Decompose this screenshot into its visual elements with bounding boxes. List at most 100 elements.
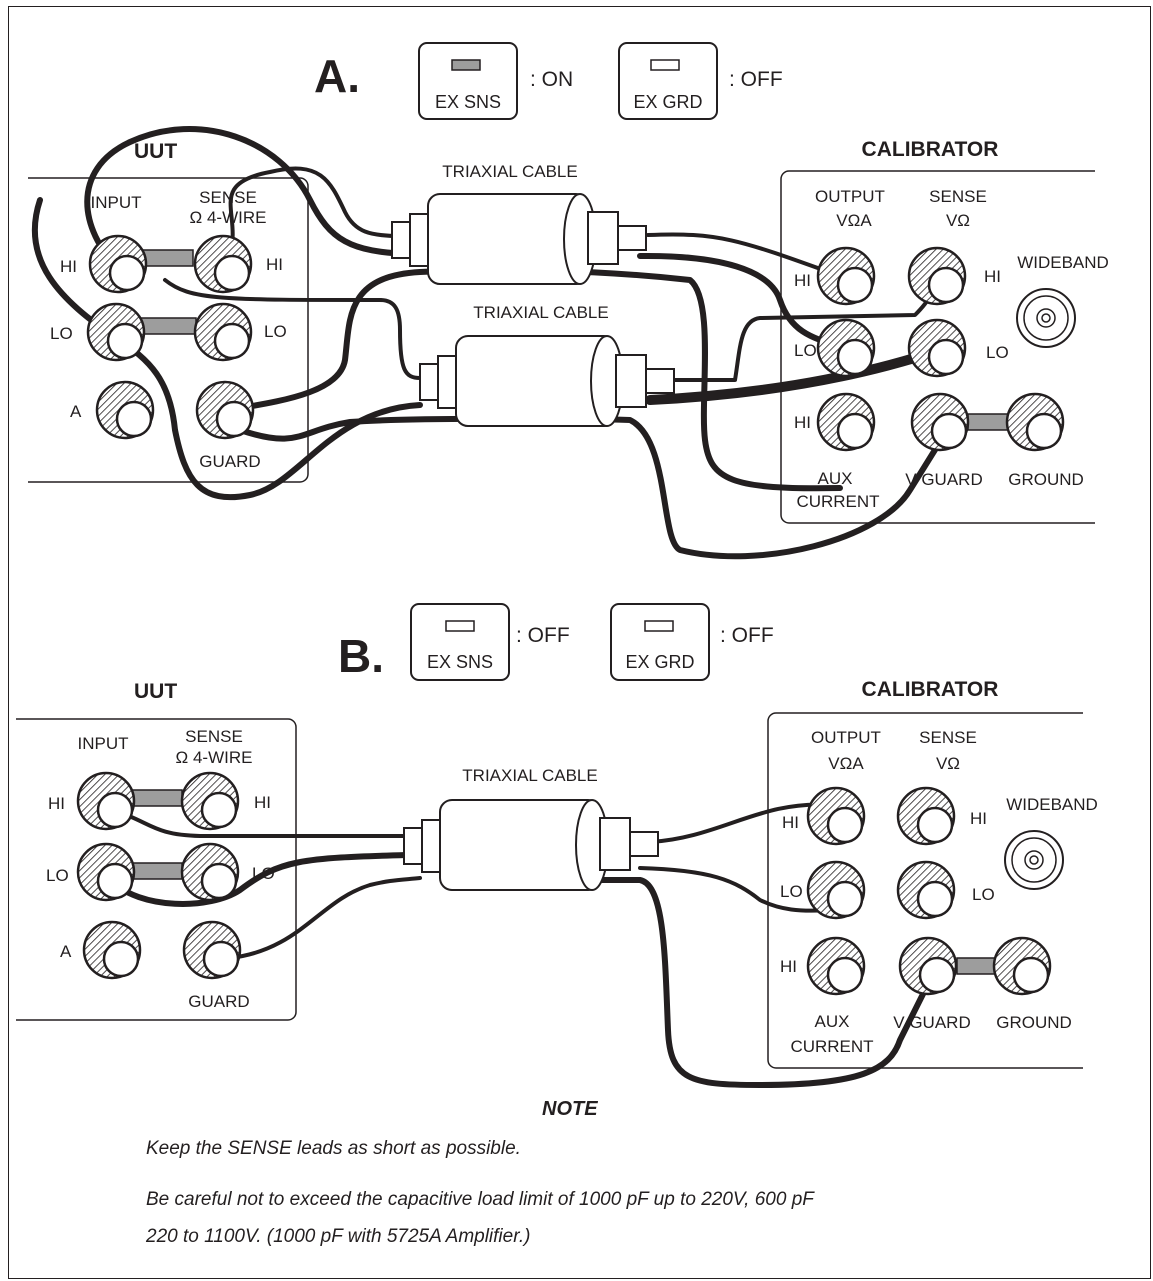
note-line-2: Be careful not to exceed the capacitive …: [146, 1189, 814, 1210]
cal-vguard-terminal-b: [898, 936, 958, 996]
cal-ground-terminal: [1005, 392, 1065, 452]
wideband-bnc-icon: [1016, 288, 1076, 348]
uut-a-terminal: [95, 380, 155, 440]
note-line-3: 220 to 1100V. (1000 pF with 5725A Amplif…: [146, 1226, 531, 1247]
ex-sns-switch-b: EX SNS: [410, 603, 510, 681]
uut-lo-label-b: LO: [46, 866, 69, 885]
wire-b-out-lo: [638, 866, 832, 913]
uut-guard-label: GUARD: [199, 452, 260, 471]
cal-sense-hi-terminal: [907, 246, 967, 306]
cal-sense-lo-terminal-b: [896, 860, 956, 920]
cal-aux-hi-label-b: HI: [780, 957, 797, 976]
cal-aux-hi-terminal-b: [806, 936, 866, 996]
diagram-a: A. EX SNS : ON EX GRD : OFF UUT INPUT SE…: [28, 42, 1109, 560]
uut-input-label: INPUT: [91, 193, 142, 212]
wires-b: [107, 802, 928, 1088]
wire-sense-lo-cal: [645, 345, 945, 405]
cal-vguard-terminal: [910, 392, 970, 452]
uut-guard-terminal-b: [182, 920, 242, 980]
cal-output-lo-terminal-b: [806, 860, 866, 920]
cal-sense-lo-terminal: [907, 318, 967, 378]
uut-a-label-b: A: [60, 942, 72, 961]
cal-vomega-a-label-b: VΩA: [828, 754, 864, 773]
ex-grd-switch-a: EX GRD: [618, 42, 718, 120]
wire-b-hi: [108, 808, 408, 838]
cal-current-label: CURRENT: [796, 492, 879, 511]
uut-a-label: A: [70, 402, 82, 421]
cal-current-label-b: CURRENT: [790, 1037, 873, 1056]
ex-grd-label-b: EX GRD: [625, 652, 694, 672]
uut-guard-label-b: GUARD: [188, 992, 249, 1011]
cal-ground-terminal-b: [992, 936, 1052, 996]
calibrator-panel: [780, 170, 1095, 524]
uut-hi-label: HI: [60, 257, 77, 276]
cal-output-lo-terminal: [816, 318, 876, 378]
jumper-guard-ground: [967, 413, 1013, 431]
uut-sense-hi-label: HI: [266, 255, 283, 274]
uut-sense-hi-label-b: HI: [254, 793, 271, 812]
calibrator-title: CALIBRATOR: [862, 138, 999, 161]
uut-4wire-label: Ω 4-WIRE: [190, 208, 267, 227]
uut-sense-label: SENSE: [199, 188, 257, 207]
indicator-unlit-icon: [650, 59, 680, 71]
wire-out-lo: [637, 252, 843, 349]
calibrator-title-b: CALIBRATOR: [862, 678, 999, 701]
uut-a-terminal-b: [82, 920, 142, 980]
cable-2-label: TRIAXIAL CABLE: [473, 303, 608, 322]
wire-b-guard-cal: [583, 877, 928, 1088]
jumper-lo-b: [129, 862, 183, 880]
triaxial-cable-2: TRIAXIAL CABLE: [419, 303, 675, 427]
wire-sense-lo: [163, 278, 422, 380]
indicator-unlit-icon: [445, 620, 475, 632]
wire-guard-2: [237, 415, 941, 560]
cal-output-hi-terminal-b: [806, 786, 866, 846]
uut-lo-label: LO: [50, 324, 73, 343]
uut-sense-lo-terminal: [193, 302, 253, 362]
cal-sense-lo-label-b: LO: [972, 885, 995, 904]
cal-vomega-label-b: VΩ: [936, 754, 960, 773]
cal-sense-label-b: SENSE: [919, 728, 977, 747]
cal-aux-label-b: AUX: [815, 1012, 850, 1031]
indicator-unlit-icon: [644, 620, 674, 632]
uut-input-hi-terminal-b: [76, 771, 136, 831]
wire-b-out-hi: [648, 802, 832, 844]
calibrator-panel-b: [767, 712, 1083, 1069]
ex-sns-label: EX SNS: [435, 92, 501, 112]
wire-input-lo: [113, 335, 423, 501]
ex-grd-label: EX GRD: [633, 92, 702, 112]
uut-input-label-b: INPUT: [78, 734, 129, 753]
uut-sense-lo-terminal-b: [180, 842, 240, 902]
cal-output-hi-terminal: [816, 246, 876, 306]
uut-hi-label-b: HI: [48, 794, 65, 813]
wire-out-hi: [646, 232, 842, 278]
uut-guard-terminal: [195, 380, 255, 440]
uut-4wire-label-b: Ω 4-WIRE: [176, 748, 253, 767]
cal-aux-hi-label: HI: [794, 413, 811, 432]
ex-grd-state: : OFF: [729, 68, 783, 91]
uut-input-lo-terminal-b: [76, 842, 136, 902]
ex-sns-state: : ON: [530, 68, 573, 91]
jumper-hi: [142, 249, 194, 267]
cal-wideband-label-b: WIDEBAND: [1006, 795, 1098, 814]
ex-sns-switch-a: EX SNS: [418, 42, 518, 120]
page-frame: [8, 6, 1151, 1279]
diagram-a-letter: A.: [314, 50, 360, 102]
note-heading: NOTE: [542, 1098, 598, 1120]
ex-grd-state-b: : OFF: [720, 624, 774, 647]
cal-sense-hi-label: HI: [984, 267, 1001, 286]
uut-sense-label-b: SENSE: [185, 727, 243, 746]
diagram-b-letter: B.: [338, 630, 384, 682]
cal-aux-hi-terminal: [816, 392, 876, 452]
uut-sense-hi-terminal-b: [180, 771, 240, 831]
cal-wideband-label: WIDEBAND: [1017, 253, 1109, 272]
cal-ground-label: GROUND: [1008, 470, 1084, 489]
ex-sns-label-b: EX SNS: [427, 652, 493, 672]
cal-output-label: OUTPUT: [815, 187, 885, 206]
jumper-hi-b: [129, 789, 183, 807]
uut-panel-b: [16, 718, 297, 1021]
cal-sense-lo-label: LO: [986, 343, 1009, 362]
wire-input-hi: [84, 126, 413, 271]
cal-lo-label: LO: [794, 341, 817, 360]
ex-sns-state-b: : OFF: [516, 624, 570, 647]
wire-sense-hi: [223, 166, 402, 266]
